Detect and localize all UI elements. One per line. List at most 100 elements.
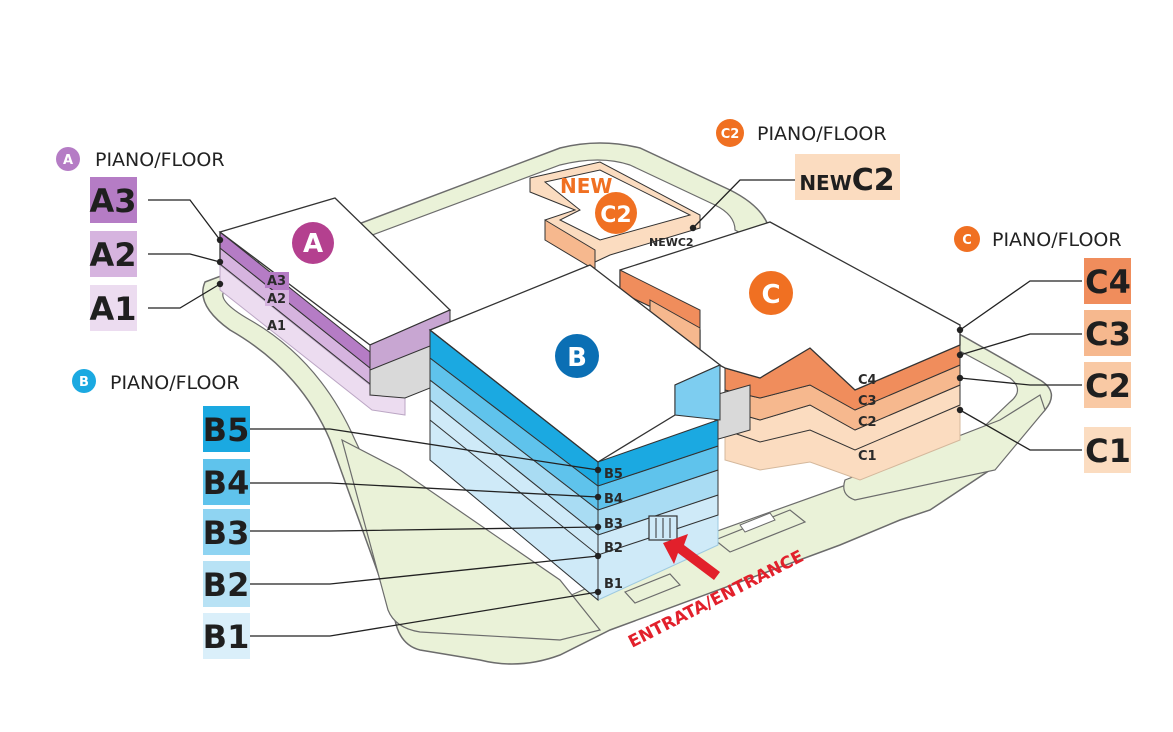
building-c2: NEW C2 NEWC2 (529, 161, 701, 271)
legend-a2-label: A2 (89, 236, 136, 274)
legend-c-title: PIANO/FLOOR (992, 229, 1122, 251)
legend-c2-prefix: NEW (799, 171, 851, 195)
lawn-east (843, 394, 1046, 501)
legend-b2-label: B2 (203, 566, 250, 604)
legend-b: B PIANO/FLOOR B5 B4 B3 B2 B1 (72, 369, 250, 659)
b-badge (555, 334, 599, 378)
a-badge (292, 222, 334, 264)
dot-c2 (956, 374, 964, 382)
legend-b4-label: B4 (203, 464, 250, 502)
leader-b5 (250, 428, 599, 471)
legend-b3-tile[interactable] (203, 509, 250, 555)
legend-c-badge-label: C (962, 233, 972, 248)
c-label-c2: C2 (858, 415, 877, 430)
c-label-c3: C3 (858, 394, 877, 409)
dot-c1 (956, 406, 964, 414)
c-label-c4: C4 (858, 373, 877, 388)
legend-b3-label: B3 (203, 514, 250, 552)
legend-c2-tile[interactable] (795, 154, 900, 200)
c2-badge (595, 192, 637, 234)
dot-b1 (594, 588, 602, 596)
b-west-wall (429, 328, 599, 602)
dot-b2 (594, 552, 602, 560)
legend-c1-label: C1 (1085, 432, 1131, 470)
leader-dots (216, 236, 964, 596)
leader-lines (148, 179, 1082, 637)
dot-c3 (956, 351, 964, 359)
legend-c2-title: PIANO/FLOOR (757, 123, 887, 145)
a-label-a2: A2 (267, 292, 286, 307)
c-badge-label: C (761, 280, 780, 310)
legend-c3-tile[interactable] (1084, 310, 1131, 356)
leader-c2 (959, 377, 1082, 386)
b-badge-label: B (567, 343, 587, 373)
dot-a3 (216, 236, 224, 244)
legend-b5-tile[interactable] (203, 406, 250, 452)
legend-a-badge-label: A (63, 153, 73, 168)
c2-badge-label: C2 (600, 203, 631, 228)
c2-new-label: NEW (560, 174, 612, 198)
legend-c2-floor-tile[interactable] (1084, 362, 1131, 408)
legend-c2-floor-label: C2 (1085, 367, 1131, 405)
building-b: B B5 B4 B3 B2 B1 (428, 264, 722, 602)
legend-a: A PIANO/FLOOR A3 A2 A1 (56, 147, 225, 331)
legend-c1-tile[interactable] (1084, 427, 1131, 473)
legend-b4-tile[interactable] (203, 459, 250, 505)
a-label-a3: A3 (267, 274, 286, 289)
b-label-b4: B4 (604, 492, 623, 507)
legend-b1-tile[interactable] (203, 613, 250, 659)
legend-a1-tile[interactable] (90, 285, 137, 331)
c-badge (749, 271, 793, 315)
legend-c2-main: C2 (852, 163, 895, 198)
entrance-arrow-icon (663, 534, 720, 580)
legend-a1-label: A1 (89, 290, 136, 328)
b-label-b2: B2 (604, 541, 623, 556)
leader-a1 (148, 283, 221, 309)
island-2 (623, 573, 682, 604)
legend-a2-tile[interactable] (90, 231, 137, 277)
legend-c2: C2 PIANO/FLOOR NEWC2 (716, 119, 900, 200)
legend-b1-label: B1 (203, 618, 250, 656)
leader-b1 (250, 591, 599, 637)
leader-a2 (148, 253, 221, 263)
legend-a-badge (56, 147, 80, 171)
island-3 (739, 512, 776, 533)
legend-a3-tile[interactable] (90, 177, 137, 223)
leader-a3 (148, 199, 221, 241)
dot-c4 (956, 326, 964, 334)
dot-b4 (594, 493, 602, 501)
legend-a3-label: A3 (89, 182, 136, 220)
legend-c2-badge-label: C2 (721, 127, 740, 142)
dot-a1 (216, 280, 224, 288)
legend-c3-label: C3 (1085, 315, 1131, 353)
leader-c4 (959, 280, 1082, 331)
legend-c2-tile-label: NEWC2 (799, 163, 894, 198)
c2-small-label: NEWC2 (649, 236, 694, 249)
a-label-bg-a3 (265, 272, 289, 288)
b-notch (674, 364, 721, 421)
legend-b5-label: B5 (203, 411, 250, 449)
legend-c2-badge (716, 119, 744, 147)
dot-b5 (594, 466, 602, 474)
a-label-bg-a2 (265, 290, 289, 306)
leader-b2 (250, 555, 599, 585)
b-label-b5: B5 (604, 467, 623, 482)
legend-c: C PIANO/FLOOR C4 C3 C2 C1 (954, 226, 1131, 473)
leader-c3 (959, 333, 1082, 356)
leader-c1 (959, 409, 1082, 451)
building-c: C C4 C3 C2 C1 (619, 221, 961, 481)
legend-b2-tile[interactable] (203, 561, 250, 607)
dot-a2 (216, 258, 224, 266)
b-label-b1: B1 (604, 577, 623, 592)
dot-b3 (594, 523, 602, 531)
leader-b4 (250, 482, 599, 498)
legend-c-badge (954, 226, 980, 252)
b-label-b3: B3 (604, 517, 623, 532)
leader-c2new (692, 179, 795, 229)
leader-b3 (250, 526, 599, 532)
legend-b-badge (72, 369, 96, 393)
a-badge-label: A (303, 229, 323, 259)
legend-c4-tile[interactable] (1084, 258, 1131, 304)
legend-b-badge-label: B (79, 375, 89, 390)
